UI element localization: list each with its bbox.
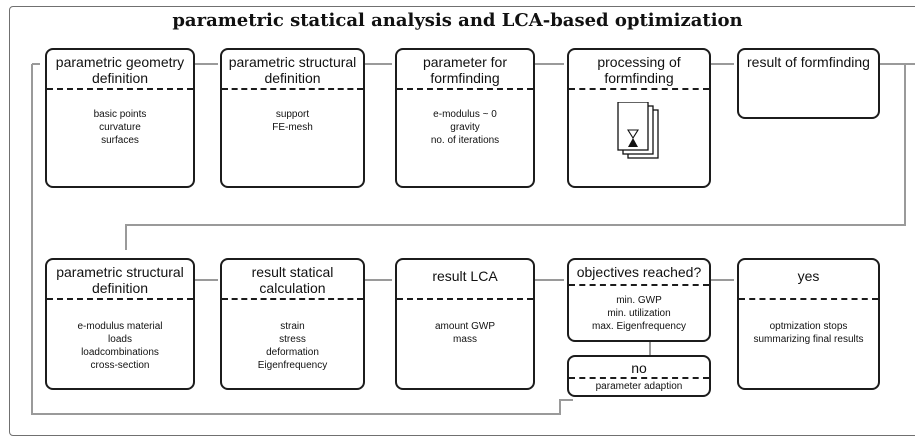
box-title: parametric structural definition [47,260,193,296]
box-title-line: parametric geometry [55,54,185,70]
box-title-line: yes [797,268,820,284]
box-item: e-modulus ~ 0 [433,109,497,120]
box-yes: yes optmization stops summarizing final … [737,258,880,390]
box-item: summarizing final results [753,334,864,345]
box-title: parametric structural definition [222,50,363,86]
box-title: result statical calculation [222,260,363,296]
box-items: amount GWP mass [397,320,533,346]
box-title: processing of formfinding [569,50,709,86]
box-item: no. of iterations [430,135,500,146]
box-item: loads [108,334,132,345]
hourglass-document-stack-icon [617,102,659,159]
connector-wrap [125,64,906,250]
box-divider [397,298,533,300]
box-title-line: result LCA [432,268,498,284]
box-item: min. GWP [616,295,662,306]
box-title-line: result of formfinding [747,54,870,70]
box-parametric-structural-definition-top: parametric structural definition support… [220,48,365,188]
box-objectives-reached: objectives reached? min. GWP min. utiliz… [567,258,711,342]
box-divider [47,88,193,90]
box-item: surfaces [101,135,139,146]
box-title-line: definition [91,70,149,86]
box-items: support FE-mesh [222,108,363,134]
box-divider [569,88,709,90]
box-item: stress [279,334,306,345]
box-item: parameter adaption [595,381,683,392]
box-item: support [275,109,310,120]
box-processing-of-formfinding: processing of formfinding [567,48,711,188]
box-divider [739,298,878,300]
box-items: e-modulus ~ 0 gravity no. of iterations [397,108,533,147]
box-divider [222,298,363,300]
box-items: strain stress deformation Eigenfrequency [222,320,363,372]
box-title-line: parametric structural [228,54,357,70]
box-title: result of formfinding [739,50,878,70]
box-item: min. utilization [607,308,671,319]
box-title: yes [739,260,878,284]
box-title-line: result statical [251,264,334,280]
box-title: no [569,357,709,376]
box-title: parametric geometry definition [47,50,193,86]
box-title-line: parameter for [422,54,508,70]
box-title-line: definition [264,70,321,86]
box-title: objectives reached? [569,260,709,280]
box-items: min. GWP min. utilization max. Eigenfreq… [569,294,709,333]
box-item: Eigenfrequency [257,360,328,371]
box-item: curvature [99,122,141,133]
box-title-line: parametric structural [56,264,184,280]
box-parameter-for-formfinding: parameter for formfinding e-modulus ~ 0 … [395,48,535,188]
box-divider [569,284,709,286]
box-item: max. Eigenfrequency [592,321,686,332]
box-divider [569,377,709,379]
box-title-line: definition [91,280,149,296]
box-item: gravity [450,122,480,133]
box-item: FE-mesh [272,122,313,133]
box-parametric-structural-definition-bottom: parametric structural definition e-modul… [45,258,195,390]
box-divider [47,298,193,300]
box-title-line: objectives reached? [576,264,702,280]
box-item: amount GWP [434,321,496,332]
box-divider [397,88,533,90]
box-title: result LCA [397,260,533,284]
box-item: e-modulus material [77,321,163,332]
box-item: basic points [93,109,147,120]
box-item: loadcombinations [81,347,159,358]
box-title-line: no [631,360,647,376]
box-title-line: processing of [597,54,681,70]
box-item: mass [453,334,477,345]
box-title: parameter for formfinding [397,50,533,86]
box-item: optmization stops [769,321,848,332]
box-title-line: calculation [259,280,326,296]
box-no: no parameter adaption [567,355,711,397]
box-result-lca: result LCA amount GWP mass [395,258,535,390]
box-result-of-formfinding: result of formfinding [737,48,880,119]
box-divider [222,88,363,90]
diagram-title: parametric statical analysis and LCA-bas… [172,10,743,31]
box-items: e-modulus material loads loadcombination… [47,320,193,372]
box-title-line: formfinding [430,70,500,86]
box-item: cross-section [90,360,150,371]
box-items: optmization stops summarizing final resu… [739,320,878,346]
box-item: deformation [266,347,319,358]
box-title-line: formfinding [604,70,674,86]
box-item: strain [280,321,305,332]
box-parametric-geometry-definition: parametric geometry definition basic poi… [45,48,195,188]
box-result-statical-calculation: result statical calculation strain stres… [220,258,365,390]
box-items: parameter adaption [569,380,709,393]
connector-loop-back [31,64,573,415]
box-items: basic points curvature surfaces [47,108,193,147]
